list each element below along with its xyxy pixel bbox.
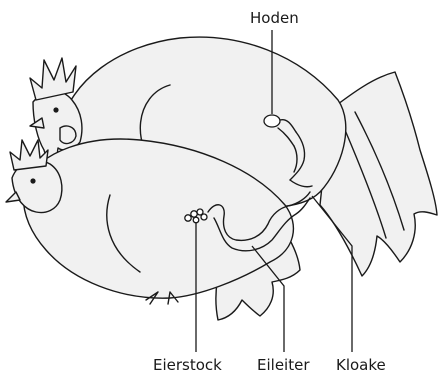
label-hoden: Hoden	[250, 9, 299, 27]
rooster-wattle	[60, 126, 76, 143]
label-kloake: Kloake	[336, 356, 386, 374]
rooster-eye	[53, 107, 58, 112]
label-eileiter: Eileiter	[257, 356, 310, 374]
rooster-comb	[30, 58, 76, 100]
hen-eye	[30, 178, 35, 183]
hoden-organ	[264, 115, 280, 127]
label-eierstock: Eierstock	[153, 356, 222, 374]
